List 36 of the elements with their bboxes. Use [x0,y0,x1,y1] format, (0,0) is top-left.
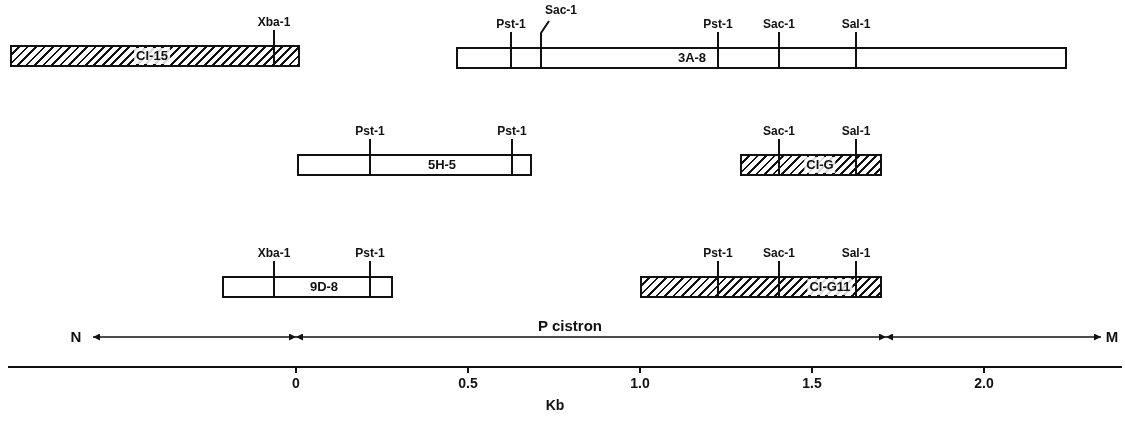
axis-tick-label: 1.0 [630,376,650,390]
region-label: P cistron [538,318,602,333]
restriction-site-label: Pst-1 [497,124,527,138]
restriction-site-label: Pst-1 [703,246,733,260]
restriction-site-label: Pst-1 [355,124,385,138]
clone-label: Cl-15 [134,48,170,64]
clone-label: Cl-G [804,157,836,173]
clone-label: 5H-5 [426,157,458,173]
axis-tick-label: 2.0 [974,376,994,390]
restriction-site-label: Sal-1 [841,124,871,138]
clone-label: 9D-8 [308,279,340,295]
clone-label: Cl-G11 [807,279,853,295]
hatched-clone-bar [10,45,300,67]
restriction-site-label: Xba-1 [257,246,291,260]
axis-tick-label: 0.5 [458,376,478,390]
restriction-site-label: Pst-1 [703,17,733,31]
restriction-site-label: Sac-1 [763,17,795,31]
clone-bar [297,154,532,176]
axis-tick-label: 0 [292,376,300,390]
restriction-site-label: Xba-1 [257,15,291,29]
axis-tick-label: 1.5 [802,376,822,390]
restriction-site-label: Sac-1 [545,3,577,17]
restriction-site-label: Pst-1 [355,246,385,260]
clone-bar [456,47,1067,69]
hatched-clone-bar [740,154,882,176]
hatched-clone-bar [640,276,882,298]
restriction-site-label: Sac-1 [763,246,795,260]
restriction-site-label: Sac-1 [763,124,795,138]
region-label: M [1105,329,1119,344]
restriction-site-label: Sal-1 [841,246,871,260]
region-label: N [70,329,82,344]
restriction-site-label: Sal-1 [841,17,871,31]
clone-label: 3A-8 [676,50,708,66]
axis-title: Kb [545,398,565,412]
clone-bar [222,276,393,298]
restriction-site-label: Pst-1 [496,17,526,31]
